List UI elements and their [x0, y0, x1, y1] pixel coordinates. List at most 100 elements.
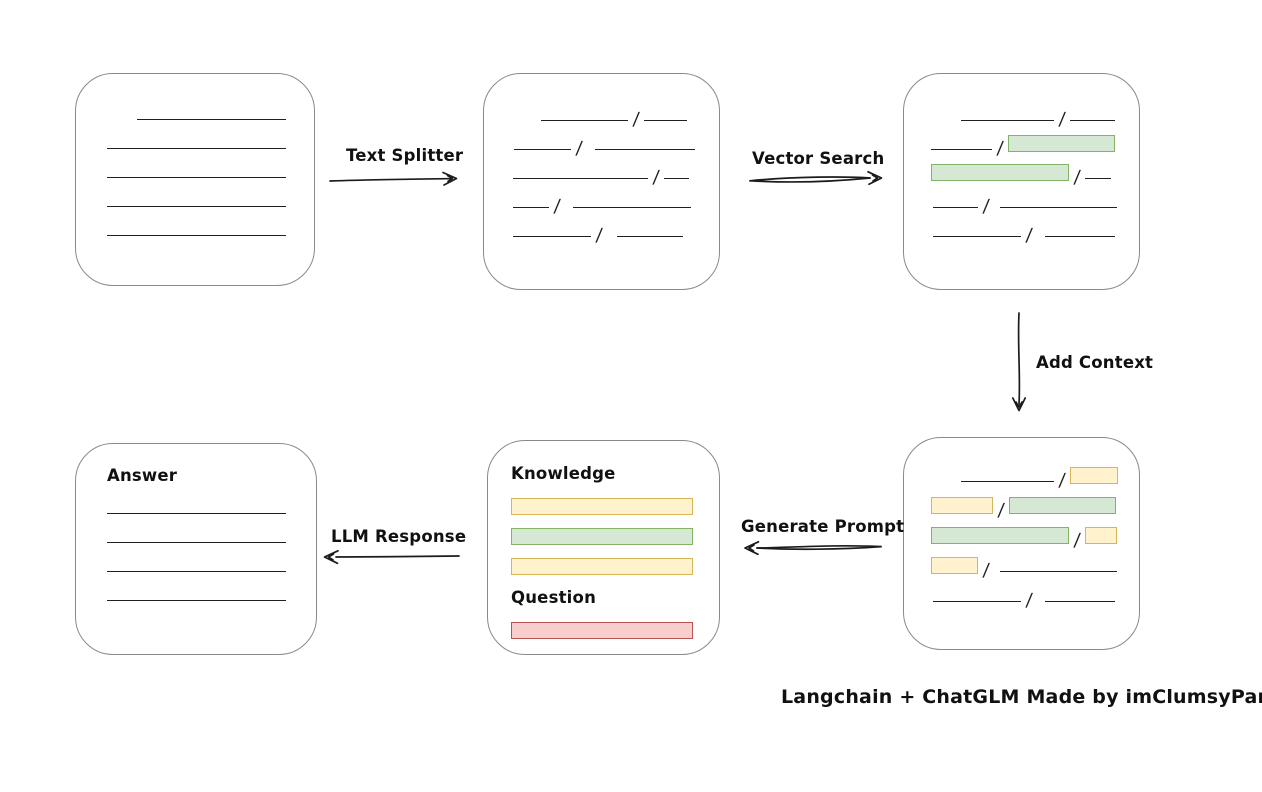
- slash-separator: /: [995, 138, 1005, 159]
- slash-separator: /: [552, 196, 562, 217]
- source-document-box: [75, 73, 315, 286]
- text-line: [513, 178, 648, 179]
- credit-text: Langchain + ChatGLM Made by imClumsyPand…: [781, 686, 1262, 708]
- content-row: /: [931, 466, 1139, 491]
- text-line: [541, 120, 628, 121]
- slash-separator: /: [594, 225, 604, 246]
- content-row: Knowledge: [511, 463, 719, 485]
- text-line: [514, 149, 571, 150]
- add-context-arrow: [1011, 312, 1027, 412]
- slash-separator: /: [996, 500, 1006, 521]
- generate-prompt-arrow: [744, 540, 882, 556]
- content-row: /: [931, 221, 1139, 246]
- content-row: /: [931, 192, 1139, 217]
- text-line: [961, 481, 1054, 482]
- text-line: [107, 206, 286, 207]
- knowledge-heading: Knowledge: [511, 464, 616, 483]
- split-text-content: / / / / /: [484, 74, 719, 246]
- content-row: [511, 621, 719, 639]
- content-row: [107, 133, 314, 151]
- text-line: [1000, 571, 1118, 572]
- content-row: /: [506, 163, 719, 188]
- yellow-chunk: [931, 497, 993, 514]
- vector-search-results-content: / / / / /: [904, 74, 1139, 246]
- source-document-content: [76, 74, 314, 238]
- slash-separator: /: [1057, 470, 1067, 491]
- text-line: [1000, 207, 1118, 208]
- yellow-chunk: [511, 498, 693, 515]
- slash-separator: /: [981, 560, 991, 581]
- content-row: [107, 162, 314, 180]
- slash-separator: /: [981, 196, 991, 217]
- vector-search-label: Vector Search: [752, 149, 885, 168]
- split-text-box: / / / / /: [483, 73, 720, 290]
- text-line: [961, 120, 1054, 121]
- content-row: [107, 220, 314, 238]
- text-line: [107, 513, 286, 514]
- text-line: [1045, 236, 1116, 237]
- slash-separator: /: [1072, 167, 1082, 188]
- content-row: /: [931, 496, 1139, 521]
- text-line: [573, 207, 692, 208]
- text-line: [1085, 178, 1112, 179]
- content-row: [107, 191, 314, 209]
- content-row: /: [931, 586, 1139, 611]
- generate-prompt-label: Generate Prompt: [741, 517, 905, 536]
- text-line: [1070, 120, 1116, 121]
- yellow-chunk: [1085, 527, 1118, 544]
- vector-search-arrow: [749, 170, 883, 186]
- text-splitter-arrow: [329, 171, 458, 186]
- content-row: /: [506, 192, 719, 217]
- answer-box: Answer: [75, 443, 317, 655]
- text-line: [107, 177, 286, 178]
- content-row: [107, 498, 316, 516]
- answer-heading: Answer: [107, 466, 178, 485]
- slash-separator: /: [1057, 109, 1067, 130]
- content-row: Question: [511, 587, 719, 609]
- slash-separator: /: [631, 109, 641, 130]
- text-line: [513, 236, 591, 237]
- text-line: [137, 119, 286, 120]
- text-line: [931, 149, 992, 150]
- content-row: /: [931, 163, 1139, 188]
- content-row: /: [931, 556, 1139, 581]
- content-row: /: [506, 105, 719, 130]
- content-row: [511, 527, 719, 545]
- context-box: / / / / /: [903, 437, 1140, 650]
- content-row: /: [506, 221, 719, 246]
- text-splitter-label: Text Splitter: [346, 146, 464, 165]
- content-row: [107, 556, 316, 574]
- slash-separator: /: [1024, 225, 1034, 246]
- text-line: [513, 207, 549, 208]
- content-row: [107, 104, 314, 122]
- vector-search-results-box: / / / / /: [903, 73, 1140, 290]
- content-row: /: [506, 134, 719, 159]
- text-line: [933, 236, 1021, 237]
- green-chunk: [931, 164, 1069, 181]
- yellow-chunk: [511, 558, 693, 575]
- slash-separator: /: [651, 167, 661, 188]
- green-chunk: [511, 528, 693, 545]
- green-chunk: [1008, 135, 1116, 152]
- slash-separator: /: [1024, 590, 1034, 611]
- content-row: [107, 527, 316, 545]
- text-line: [933, 207, 978, 208]
- text-line: [664, 178, 690, 179]
- red-chunk: [511, 622, 693, 639]
- content-row: /: [931, 105, 1139, 130]
- add-context-label: Add Context: [1036, 353, 1154, 372]
- text-line: [617, 236, 684, 237]
- green-chunk: [1009, 497, 1117, 514]
- text-line: [107, 571, 286, 572]
- content-row: Answer: [107, 465, 316, 487]
- answer-content: Answer: [76, 444, 316, 603]
- content-row: /: [931, 526, 1139, 551]
- text-line: [107, 542, 286, 543]
- yellow-chunk: [931, 557, 978, 574]
- slash-separator: /: [1072, 530, 1082, 551]
- text-line: [107, 600, 286, 601]
- context-content: / / / / /: [904, 438, 1139, 611]
